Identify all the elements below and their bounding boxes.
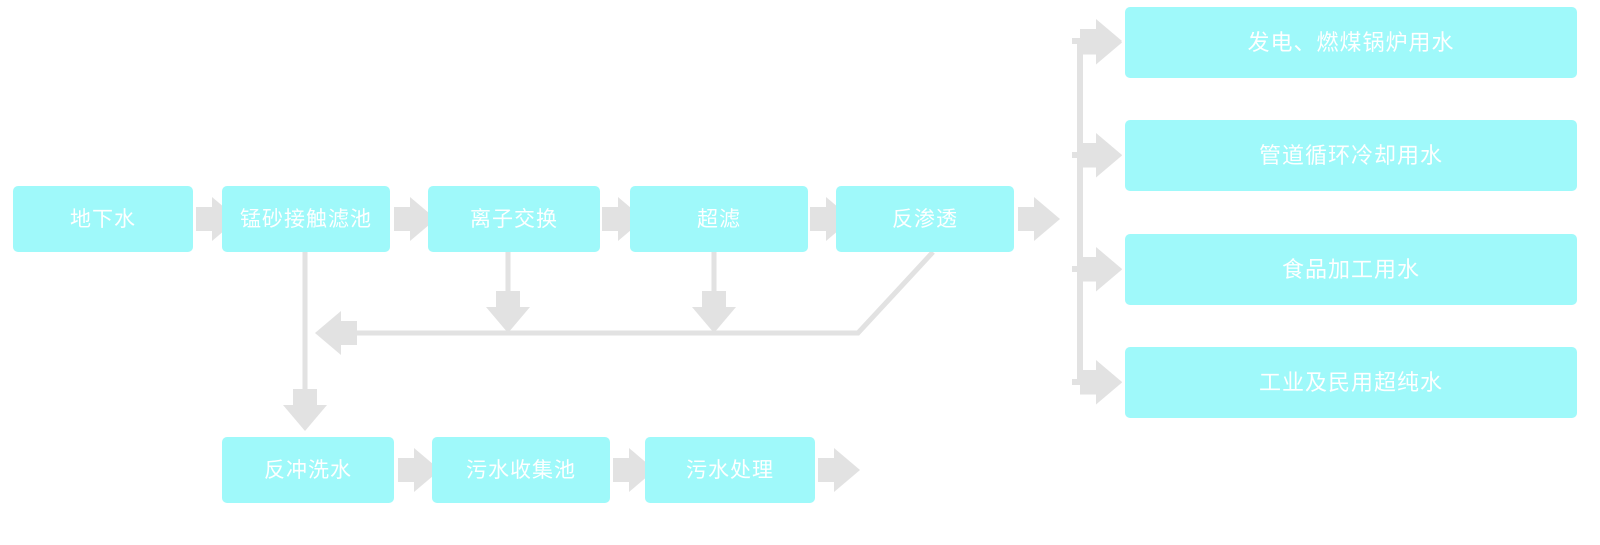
node-manganese-filter-label: 锰砂接触滤池 bbox=[240, 207, 372, 231]
drop-arrowheads bbox=[283, 291, 736, 431]
arrow-ultrafilter-to-bus bbox=[692, 291, 736, 333]
node-ion-exchange-label: 离子交换 bbox=[470, 207, 558, 231]
node-sewage-collection-pool-label: 污水收集池 bbox=[466, 458, 576, 482]
arrow-recycle-to-manganese-line bbox=[315, 311, 357, 355]
node-food-processing-water-label: 食品加工用水 bbox=[1281, 256, 1420, 282]
node-sewage-collection-pool[interactable]: 污水收集池 bbox=[432, 437, 610, 503]
recycle-bus-line bbox=[357, 250, 935, 336]
recycle-bus-arrowhead bbox=[315, 311, 357, 355]
output-arrowhead-3 bbox=[1080, 360, 1122, 405]
node-ultrapure-water[interactable]: 工业及民用超纯水 bbox=[1125, 347, 1577, 418]
node-food-processing-water[interactable]: 食品加工用水 bbox=[1125, 234, 1577, 305]
output-spine-generated bbox=[1077, 39, 1092, 386]
node-ultrapure-water-label: 工业及民用超纯水 bbox=[1258, 369, 1443, 395]
node-pipe-cooling-water[interactable]: 管道循环冷却用水 bbox=[1125, 120, 1577, 191]
arrow-branch-to-pipe-cooling bbox=[1080, 133, 1122, 177]
output-arrowhead-2 bbox=[1080, 247, 1122, 292]
node-sewage-treatment[interactable]: 污水处理 bbox=[645, 437, 815, 503]
arrow-ion-exchange-to-bus bbox=[486, 291, 530, 333]
arrow-branch-to-food-process bbox=[1080, 247, 1122, 291]
output-arrowheads-generated bbox=[1080, 20, 1122, 405]
output-arrows bbox=[1080, 19, 1122, 404]
arrow-sewage-treat-out bbox=[818, 448, 860, 492]
output-arrowhead-1 bbox=[1080, 133, 1122, 178]
arrow-ro-to-branch bbox=[1018, 197, 1060, 241]
branch-connectors bbox=[1080, 38, 1084, 385]
node-pipe-cooling-water-label: 管道循环冷却用水 bbox=[1258, 142, 1443, 168]
node-power-boiler-water[interactable]: 发电、燃煤锅炉用水 bbox=[1125, 7, 1577, 78]
drop-lines bbox=[302, 252, 717, 394]
node-ultrafiltration[interactable]: 超滤 bbox=[630, 186, 808, 252]
node-reverse-osmosis[interactable]: 反渗透 bbox=[836, 186, 1014, 252]
output-arrowhead-0 bbox=[1080, 20, 1122, 65]
arrow-branch-to-ultrapure bbox=[1080, 360, 1122, 404]
node-manganese-filter[interactable]: 锰砂接触滤池 bbox=[222, 186, 390, 252]
node-ion-exchange[interactable]: 离子交换 bbox=[428, 186, 600, 252]
branch-stub-lines bbox=[1072, 38, 1080, 385]
node-backwash-water-label: 反冲洗水 bbox=[264, 458, 352, 482]
node-groundwater[interactable]: 地下水 bbox=[13, 186, 193, 252]
arrow-branch-to-power-boiler bbox=[1080, 19, 1122, 63]
node-ultrafiltration-label: 超滤 bbox=[697, 207, 741, 231]
node-backwash-water[interactable]: 反冲洗水 bbox=[222, 437, 394, 503]
arrow-manganese-to-backwash bbox=[283, 389, 327, 431]
node-power-boiler-water-label: 发电、燃煤锅炉用水 bbox=[1247, 29, 1455, 55]
node-groundwater-label: 地下水 bbox=[70, 207, 136, 231]
output-branch-spine bbox=[1074, 38, 1083, 383]
node-reverse-osmosis-label: 反渗透 bbox=[892, 207, 958, 231]
node-sewage-treatment-label: 污水处理 bbox=[686, 458, 774, 482]
